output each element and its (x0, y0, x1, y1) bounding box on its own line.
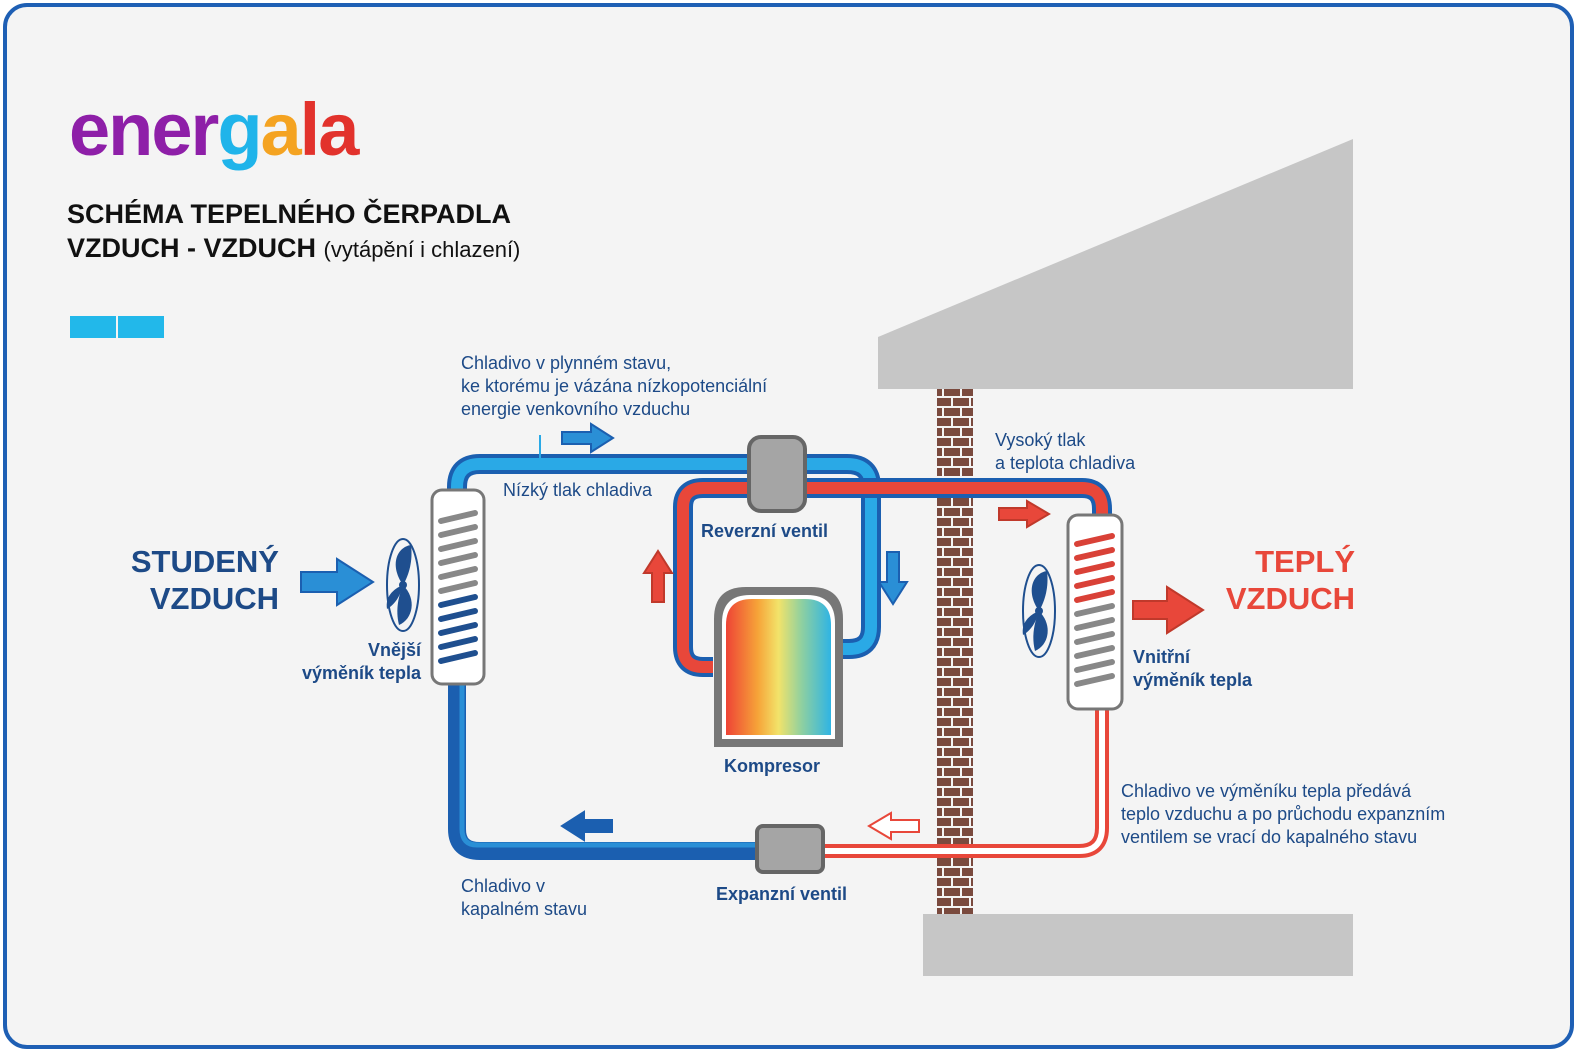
gas-refrigerant-note: Chladivo v plynném stavu, ke ktorému je … (461, 352, 767, 421)
gas-note-line3: energie venkovního vzduchu (461, 399, 691, 419)
liquid-refrigerant-note: Chladivo v kapalném stavu (461, 875, 587, 921)
heat-note-line3: ventilem se vrací do kapalného stavu (1121, 827, 1418, 847)
warm-air-line1: TEPLÝ (1255, 544, 1355, 579)
liquid-line (448, 683, 759, 860)
liquid-note-line1: Chladivo v (461, 876, 546, 896)
flow-arrow-left-icon (560, 810, 613, 842)
outer-fan-icon (386, 538, 420, 632)
outer-exchanger-label: Vnější výměník tepla (287, 639, 421, 685)
expansion-valve-label: Expanzní ventil (716, 884, 848, 904)
liquid-note-line2: kapalném stavu (461, 899, 588, 919)
expansion-valve (755, 824, 825, 874)
warm-return-line (822, 707, 1109, 858)
compressor (714, 587, 843, 747)
high-pressure-line1: Vysoký tlak (995, 430, 1086, 450)
inner-fan-icon (1022, 564, 1056, 658)
building-floor (923, 914, 1353, 976)
logo-part-g: g (217, 88, 262, 171)
gas-note-line1: Chladivo v plynném stavu, (461, 353, 672, 373)
diagram-title-line2: VZDUCH - VZDUCH (vytápění i chlazení) (67, 233, 520, 264)
cold-air-arrow-icon (300, 557, 375, 607)
outer-heat-exchanger (430, 488, 486, 686)
cold-air-label: STUDENÝ VZDUCH (117, 543, 279, 617)
low-pressure-line (447, 435, 881, 659)
inner-exchanger-line1: Vnitřní (1133, 647, 1190, 667)
building-roof (878, 139, 1353, 389)
inner-exchanger-line2: výměník tepla (1133, 670, 1253, 690)
title-subtitle: (vytápění i chlazení) (323, 237, 521, 262)
flow-arrow-right-icon (561, 422, 615, 454)
flow-arrow-up-icon (642, 549, 674, 603)
reversing-valve (747, 435, 807, 513)
flow-arrow-down-icon (877, 551, 909, 606)
high-pressure-note: Vysoký tlak a teplota chladiva (995, 429, 1135, 475)
logo-part-la: la (299, 88, 360, 171)
gas-note-line2: ke ktorému je vázána nízkopotenciální (461, 376, 768, 396)
heat-note-line2: teplo vzduchu a po průchodu expanzním (1121, 804, 1446, 824)
flow-arrow-left-outline-icon (867, 811, 920, 841)
reversing-valve-label: Reverzní ventil (701, 521, 829, 541)
title-air-air: VZDUCH - VZDUCH (67, 233, 316, 263)
high-pressure-line2: a teplota chladiva (995, 453, 1136, 473)
brick-wall (937, 389, 973, 914)
logo-part-a: a (260, 88, 302, 171)
warm-air-label: TEPLÝ VZDUCH (1217, 543, 1355, 617)
inner-exchanger-label: Vnitřní výměník tepla (1133, 646, 1252, 692)
energala-logo: energala (69, 93, 359, 167)
accent-tab-1 (70, 316, 116, 338)
compressor-label: Kompresor (724, 756, 821, 776)
outer-exchanger-line1: Vnější (367, 640, 421, 660)
warm-air-arrow-icon (1132, 585, 1205, 635)
accent-tab-2 (118, 316, 164, 338)
heat-pump-diagram (70, 139, 1353, 976)
heat-note-line1: Chladivo ve výměníku tepla předává (1121, 781, 1412, 801)
inner-heat-exchanger (1066, 513, 1124, 711)
warm-air-line2: VZDUCH (1225, 581, 1355, 616)
low-pressure-label: Nízký tlak chladiva (503, 480, 653, 500)
flow-arrow-hot-right-icon (998, 499, 1051, 529)
diagram-frame: energala SCHÉMA TEPELNÉHO ČERPADLA VZDUC… (3, 3, 1574, 1049)
diagram-title-line1: SCHÉMA TEPELNÉHO ČERPADLA (67, 199, 512, 229)
logo-part-ener: ener (69, 88, 219, 171)
cold-air-line2: VZDUCH (149, 581, 279, 616)
outer-exchanger-line2: výměník tepla (301, 663, 421, 683)
high-pressure-line (673, 478, 1112, 677)
cold-air-line1: STUDENÝ (130, 544, 279, 579)
heat-release-note: Chladivo ve výměníku tepla předává teplo… (1121, 780, 1445, 849)
